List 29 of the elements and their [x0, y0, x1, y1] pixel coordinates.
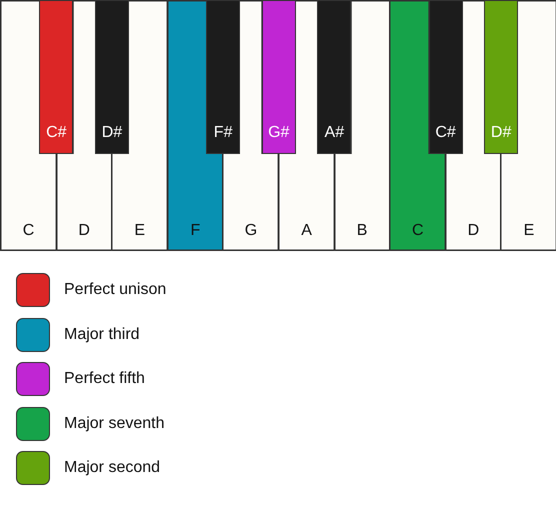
note-label: C#	[435, 124, 456, 142]
legend-label: Major seventh	[64, 414, 164, 432]
note-label: G#	[268, 124, 290, 142]
piano-key	[94, 0, 129, 154]
note-label: E	[524, 222, 534, 240]
note-label: G	[244, 222, 258, 240]
legend-label: Major second	[64, 459, 160, 477]
note-label: A#	[324, 124, 344, 142]
legend-label: Major third	[64, 326, 140, 344]
note-label: C	[22, 222, 34, 240]
note-label: B	[356, 222, 368, 240]
piano-key	[484, 0, 518, 154]
note-label: D	[468, 222, 480, 240]
piano-key	[206, 0, 240, 154]
note-label: C	[412, 222, 424, 240]
legend-label: Perfect fifth	[64, 370, 145, 388]
piano-key	[39, 0, 74, 154]
legend-label: Perfect unison	[64, 281, 166, 299]
note-label: F#	[214, 124, 232, 142]
note-label: F	[190, 222, 200, 240]
note-label: E	[134, 222, 146, 240]
note-label: D#	[102, 124, 122, 142]
note-label: C#	[46, 124, 67, 142]
piano-key	[317, 0, 352, 154]
note-label: A	[301, 222, 312, 240]
piano-key	[428, 0, 463, 154]
piano-key	[262, 0, 296, 154]
note-label: D#	[490, 124, 512, 142]
note-label: D	[78, 222, 90, 240]
